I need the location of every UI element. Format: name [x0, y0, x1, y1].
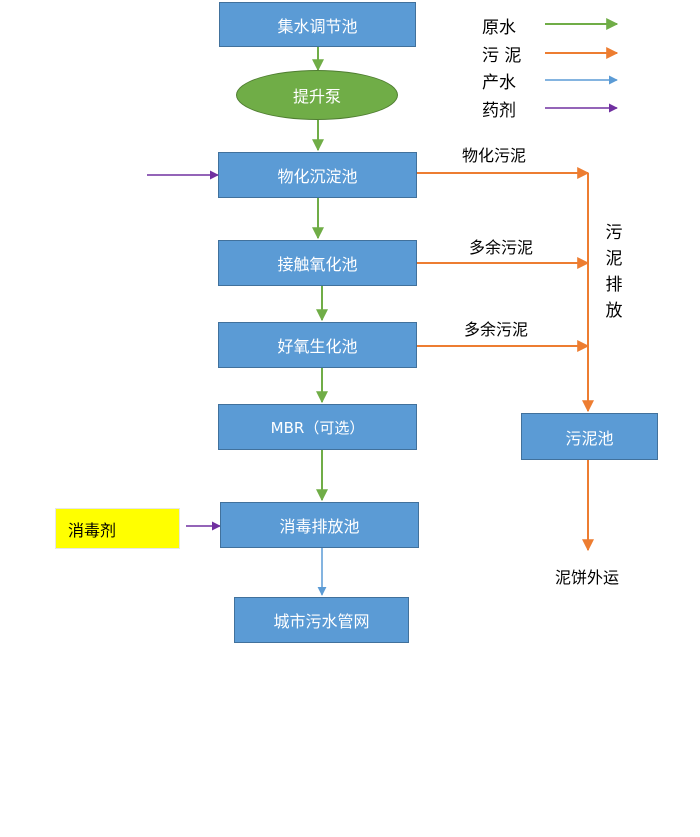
label-sludge-discharge-char: 放	[605, 301, 623, 321]
node-mbr: MBR（可选）	[218, 404, 417, 450]
node-coagulation-sedimentation-tank: 物化沉淀池	[218, 152, 417, 198]
label-physchem-sludge: 物化污泥	[462, 146, 527, 165]
label-sludge-discharge-char: 排	[605, 275, 623, 295]
label-sludge-discharge: 污 泥 排 放	[604, 220, 624, 324]
label-sludge-discharge-char: 污	[605, 223, 623, 243]
legend-product-water: 产水	[482, 73, 516, 93]
node-disinfectant: 消毒剂	[55, 508, 180, 549]
node-municipal-sewer: 城市污水管网	[234, 597, 409, 643]
node-lift-pump: 提升泵	[236, 70, 398, 120]
node-disinfection-discharge-tank: 消毒排放池	[220, 502, 419, 548]
legend-chemical: 药剂	[482, 101, 516, 121]
legend-sludge: 污 泥	[482, 46, 522, 66]
label-excess-sludge-2: 多余污泥	[464, 320, 529, 339]
label-sludge-discharge-char: 泥	[605, 249, 623, 269]
label-sludge-cake-out: 泥饼外运	[555, 568, 620, 587]
node-aerobic-biochemical-tank: 好氧生化池	[218, 322, 417, 368]
legend-raw-water: 原水	[482, 18, 516, 38]
node-sludge-tank: 污泥池	[521, 413, 658, 460]
node-contact-oxidation-tank: 接触氧化池	[218, 240, 417, 286]
label-excess-sludge-1: 多余污泥	[469, 238, 534, 257]
node-equalization-tank: 集水调节池	[219, 2, 416, 47]
